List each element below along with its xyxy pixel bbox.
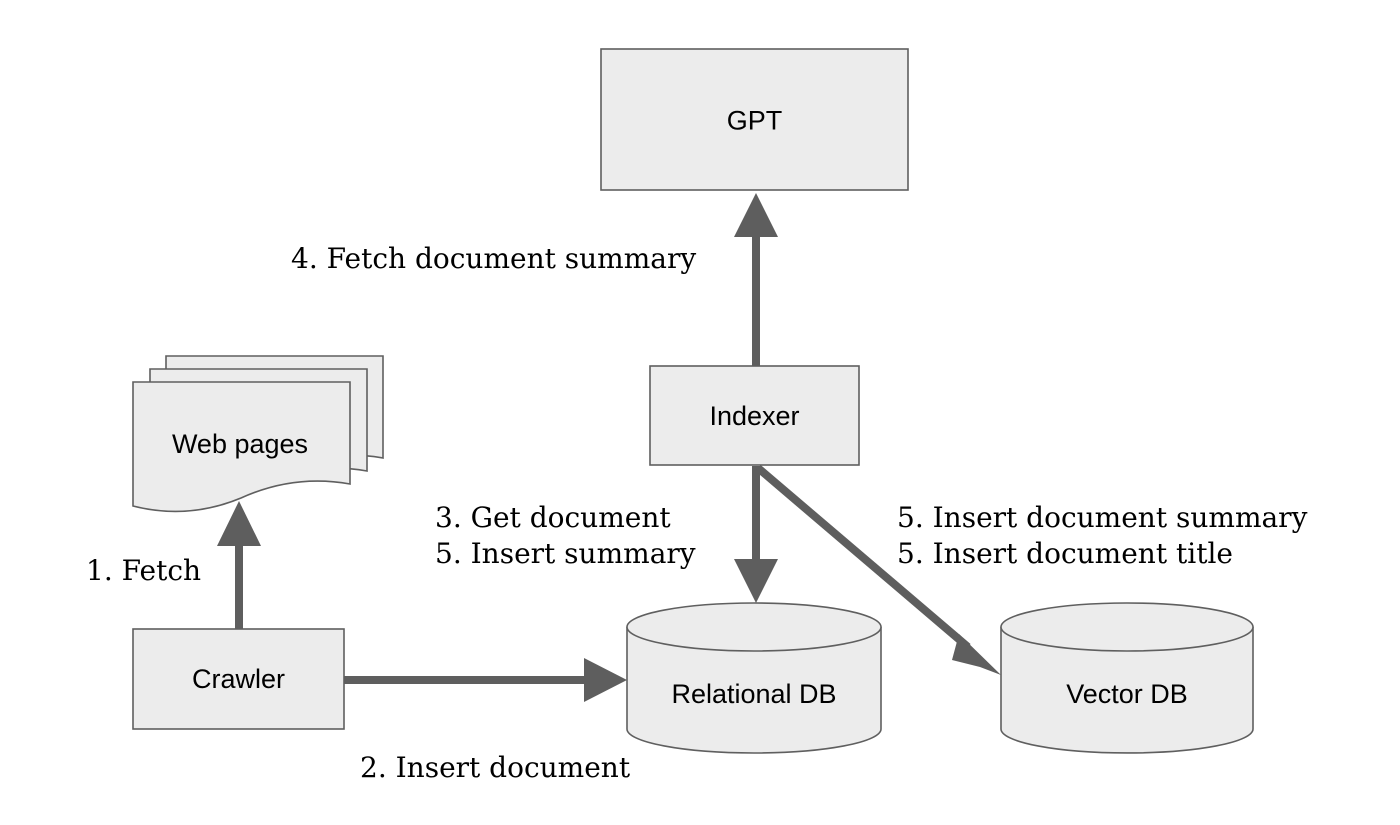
edge-indexer-to-gpt: [734, 193, 778, 366]
indexer-label: Indexer: [709, 401, 799, 431]
vector-db-label: Vector DB: [1066, 679, 1188, 709]
insert-summary-label: 5. Insert summary: [435, 537, 696, 570]
fetch-document-summary-label: 4. Fetch document summary: [291, 242, 696, 275]
edge-indexer-to-relational-db: [734, 466, 778, 603]
crawler-label: Crawler: [192, 664, 285, 694]
insert-document-summary-label: 5. Insert document summary: [897, 501, 1308, 534]
vector-db-node: Vector DB: [1000, 602, 1254, 754]
get-document-label: 3. Get document: [435, 501, 671, 534]
relational-db-label: Relational DB: [671, 679, 836, 709]
crawler-node: Crawler: [132, 628, 345, 730]
insert-document-title-label: 5. Insert document title: [897, 537, 1233, 570]
edge-indexer-to-vector-db: [755, 464, 1001, 675]
web-pages-node: Web pages: [132, 355, 384, 513]
fetch-label: 1. Fetch: [86, 554, 201, 587]
indexer-node: Indexer: [649, 365, 860, 466]
gpt-node: GPT: [600, 48, 909, 191]
insert-document-label: 2. Insert document: [360, 751, 631, 784]
edge-crawler-to-web-pages: [217, 501, 261, 629]
relational-db-node: Relational DB: [626, 602, 882, 754]
web-pages-label: Web pages: [172, 429, 308, 459]
gpt-label: GPT: [727, 106, 783, 136]
edge-crawler-to-relational-db: [344, 658, 627, 702]
